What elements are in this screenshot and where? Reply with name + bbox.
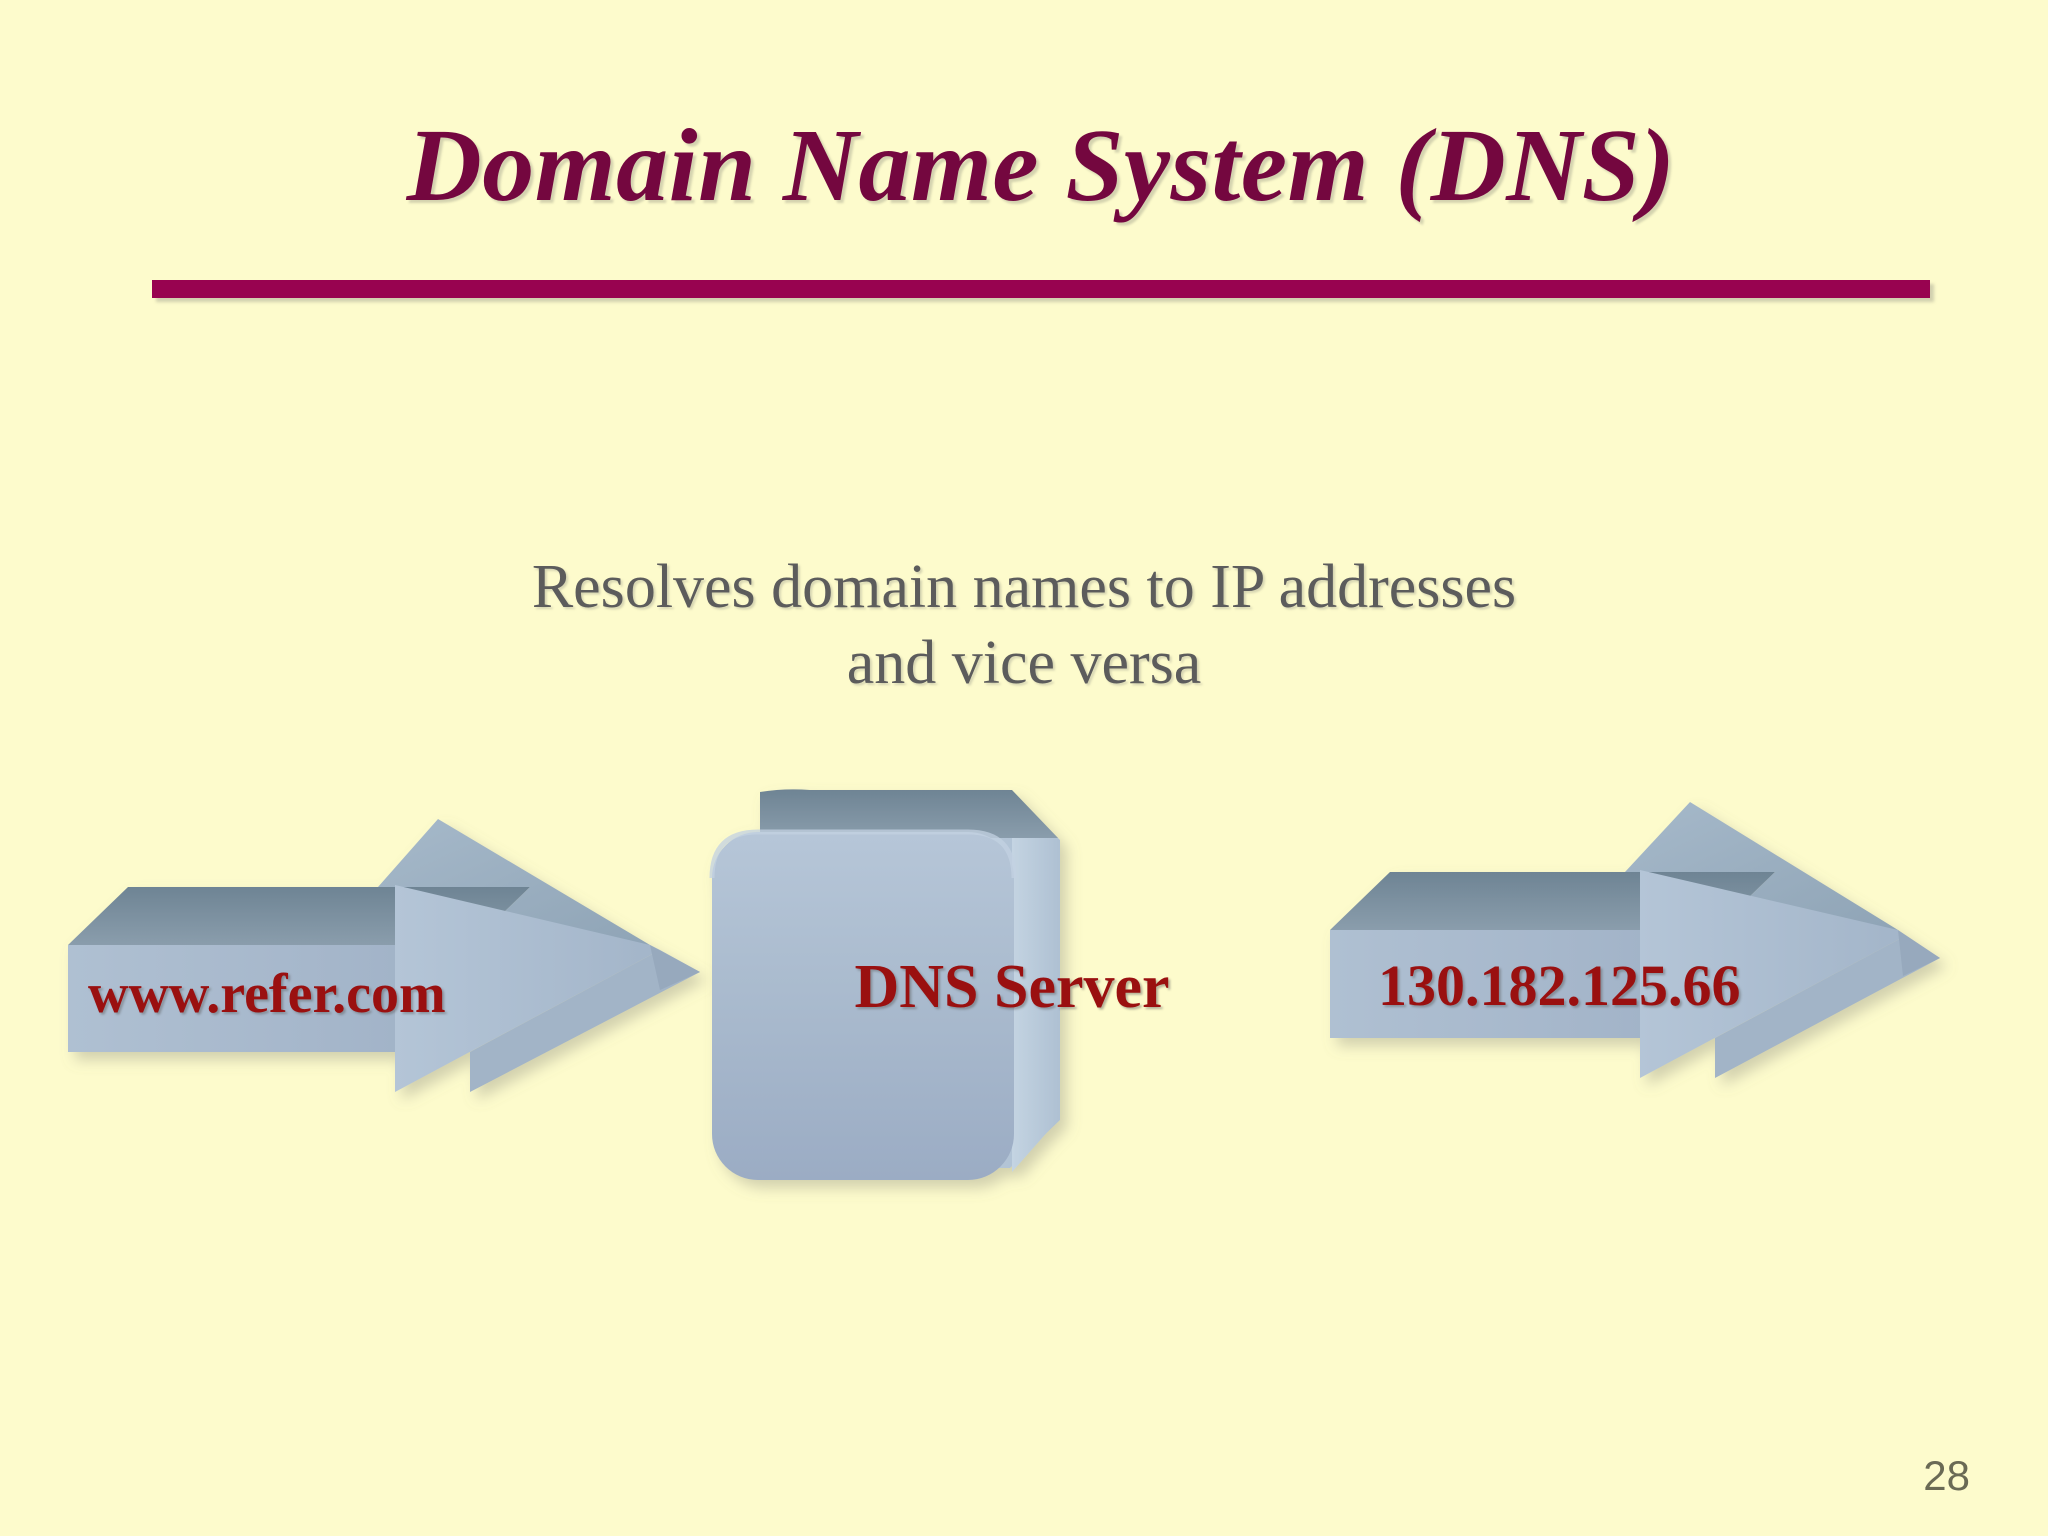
subtitle-line-1: Resolves domain names to IP addresses	[531, 553, 1517, 621]
diagram-svg	[68, 789, 1940, 1180]
dns-server-box-shape	[709, 789, 1060, 1180]
output-arrow-shape	[1330, 802, 1940, 1078]
slide-page-number: 28	[1923, 1452, 1970, 1499]
output-arrow-label: 130.182.125.66	[1378, 953, 1741, 1018]
input-arrow-shape	[68, 819, 700, 1092]
title-divider	[152, 280, 1930, 298]
input-arrow-label: www.refer.com	[88, 963, 446, 1025]
slide-subtitle: Resolves domain names to IP addresses an…	[424, 550, 1624, 701]
subtitle-line-2: and vice versa	[846, 628, 1202, 697]
page-title: Domain Name System (DNS)	[406, 108, 1676, 223]
dns-flow-diagram	[0, 760, 2048, 1220]
dns-server-box-label: DNS Server	[854, 953, 1170, 1021]
